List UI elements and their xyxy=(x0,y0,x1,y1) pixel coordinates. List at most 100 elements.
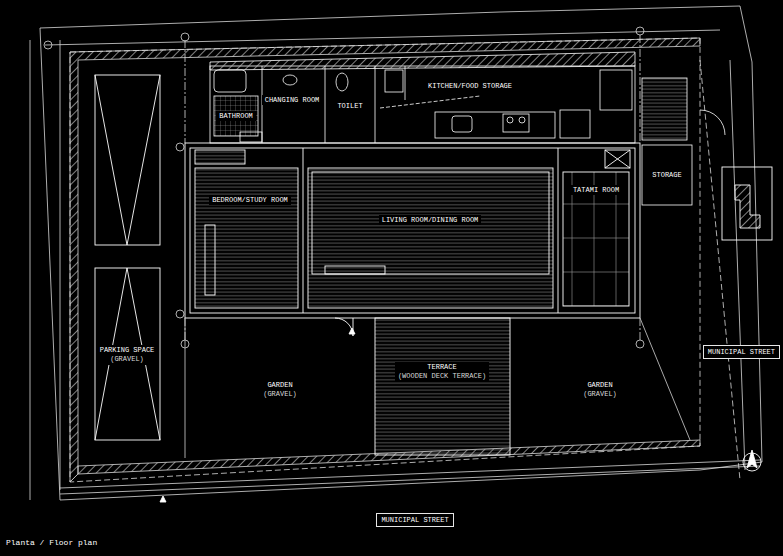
room-name: KITCHEN/FOOD STORAGE xyxy=(428,82,512,91)
floor-boards xyxy=(195,168,298,308)
room-name: MUNICIPAL STREET xyxy=(381,516,448,525)
site-lines xyxy=(30,6,762,500)
north-arrow xyxy=(747,450,757,468)
cooktop xyxy=(503,114,529,132)
parking-bay xyxy=(95,268,160,440)
partition xyxy=(375,66,376,143)
room-label: STORAGE xyxy=(649,170,684,181)
figure-caption: Planta / Floor plan xyxy=(6,538,97,547)
street-tag: MUNICIPAL STREET xyxy=(376,513,453,528)
entrance-mark xyxy=(349,328,355,334)
surface-note: (GRAVEL) xyxy=(263,390,297,399)
room-name: GARDEN xyxy=(583,381,617,390)
washbasin xyxy=(283,75,297,85)
outdoor xyxy=(95,75,772,502)
street-edge xyxy=(700,60,740,480)
closet xyxy=(605,150,630,168)
area-label: GARDEN(GRAVEL) xyxy=(580,380,620,400)
dimension-line xyxy=(45,30,720,45)
service-outline xyxy=(210,66,635,143)
street-tag: MUNICIPAL STREET xyxy=(703,345,780,360)
service-zone xyxy=(210,52,725,205)
bathroom-floor xyxy=(214,96,258,136)
room-name: STORAGE xyxy=(652,171,681,180)
furniture xyxy=(205,225,215,295)
storage-room xyxy=(642,145,692,205)
grid-bubble xyxy=(181,33,189,41)
closet xyxy=(605,150,630,168)
service-wall xyxy=(210,52,635,70)
room-label: LIVING ROOM/DINING ROOM xyxy=(379,215,482,226)
surface-note: (GRAVEL) xyxy=(583,390,617,399)
dimension-line xyxy=(30,40,31,500)
kitchen-sink xyxy=(452,116,472,132)
gate-swing xyxy=(700,110,725,135)
parking-bay xyxy=(95,75,160,245)
site-boundary xyxy=(40,6,762,500)
street-edge xyxy=(730,60,745,470)
living-area-outline xyxy=(312,172,549,274)
grid-bubble xyxy=(44,41,52,49)
storage-shelf xyxy=(600,70,632,110)
partition xyxy=(405,66,406,100)
inner-wall xyxy=(190,148,635,313)
outer-wall xyxy=(185,143,640,318)
street-edge xyxy=(60,460,760,488)
terrace-deck xyxy=(375,318,510,455)
room-label: TOILET xyxy=(334,101,365,112)
grid-bubble xyxy=(176,143,184,151)
room-name: LIVING ROOM/DINING ROOM xyxy=(382,216,479,225)
room-name: TERRACE xyxy=(398,363,486,372)
partition xyxy=(325,66,326,143)
room-name: BEDROOM/STUDY ROOM xyxy=(212,196,288,205)
room-name: PARKING SPACE xyxy=(100,346,155,355)
parking-marker xyxy=(95,268,160,440)
entrance-mark xyxy=(160,496,166,502)
surface-note: (WOODEN DECK TERRACE) xyxy=(398,372,486,381)
toilet-fixture xyxy=(336,73,348,91)
property-line xyxy=(70,38,700,482)
fridge xyxy=(560,110,590,138)
room-label: BATHROOM xyxy=(216,111,256,122)
floor-boards xyxy=(308,168,553,308)
wall-detail xyxy=(735,185,760,228)
room-name: GARDEN xyxy=(263,381,297,390)
step xyxy=(240,132,262,142)
bathtub xyxy=(214,70,246,92)
building xyxy=(185,143,640,336)
partition xyxy=(303,148,304,313)
toilet-fixture xyxy=(385,70,403,92)
closet xyxy=(605,150,630,168)
boundary-wall xyxy=(70,38,700,482)
burner xyxy=(519,117,525,123)
garden-edge xyxy=(640,318,690,440)
room-name: TATAMI ROOM xyxy=(573,186,619,195)
stair xyxy=(642,78,687,140)
room-label: TATAMI ROOM xyxy=(570,185,622,196)
grid-bubble xyxy=(176,310,184,318)
kitchen-counter xyxy=(435,112,555,138)
surface-note: (GRAVEL) xyxy=(100,355,155,364)
closet xyxy=(195,150,245,164)
room-name: CHANGING ROOM xyxy=(265,96,320,105)
tatami-mats xyxy=(563,172,629,306)
room-label: CHANGING ROOM xyxy=(262,95,323,106)
garden-edge xyxy=(185,318,186,458)
area-label: GARDEN(GRAVEL) xyxy=(260,380,300,400)
room-name: BATHROOM xyxy=(219,112,253,121)
grid-axis xyxy=(640,35,641,143)
room-label: BEDROOM/STUDY ROOM xyxy=(209,195,291,206)
burner xyxy=(507,117,513,123)
room-name: MUNICIPAL STREET xyxy=(708,348,775,357)
room-label: KITCHEN/FOOD STORAGE xyxy=(425,81,515,92)
grid-axis xyxy=(640,318,641,340)
grid-axis xyxy=(185,40,186,143)
area-label: PARKING SPACE(GRAVEL) xyxy=(97,345,158,365)
room-name: TOILET xyxy=(337,102,362,111)
grid-bubble xyxy=(636,27,644,35)
dimension-line xyxy=(60,40,61,490)
detail-box xyxy=(722,167,772,240)
partition xyxy=(558,148,559,313)
